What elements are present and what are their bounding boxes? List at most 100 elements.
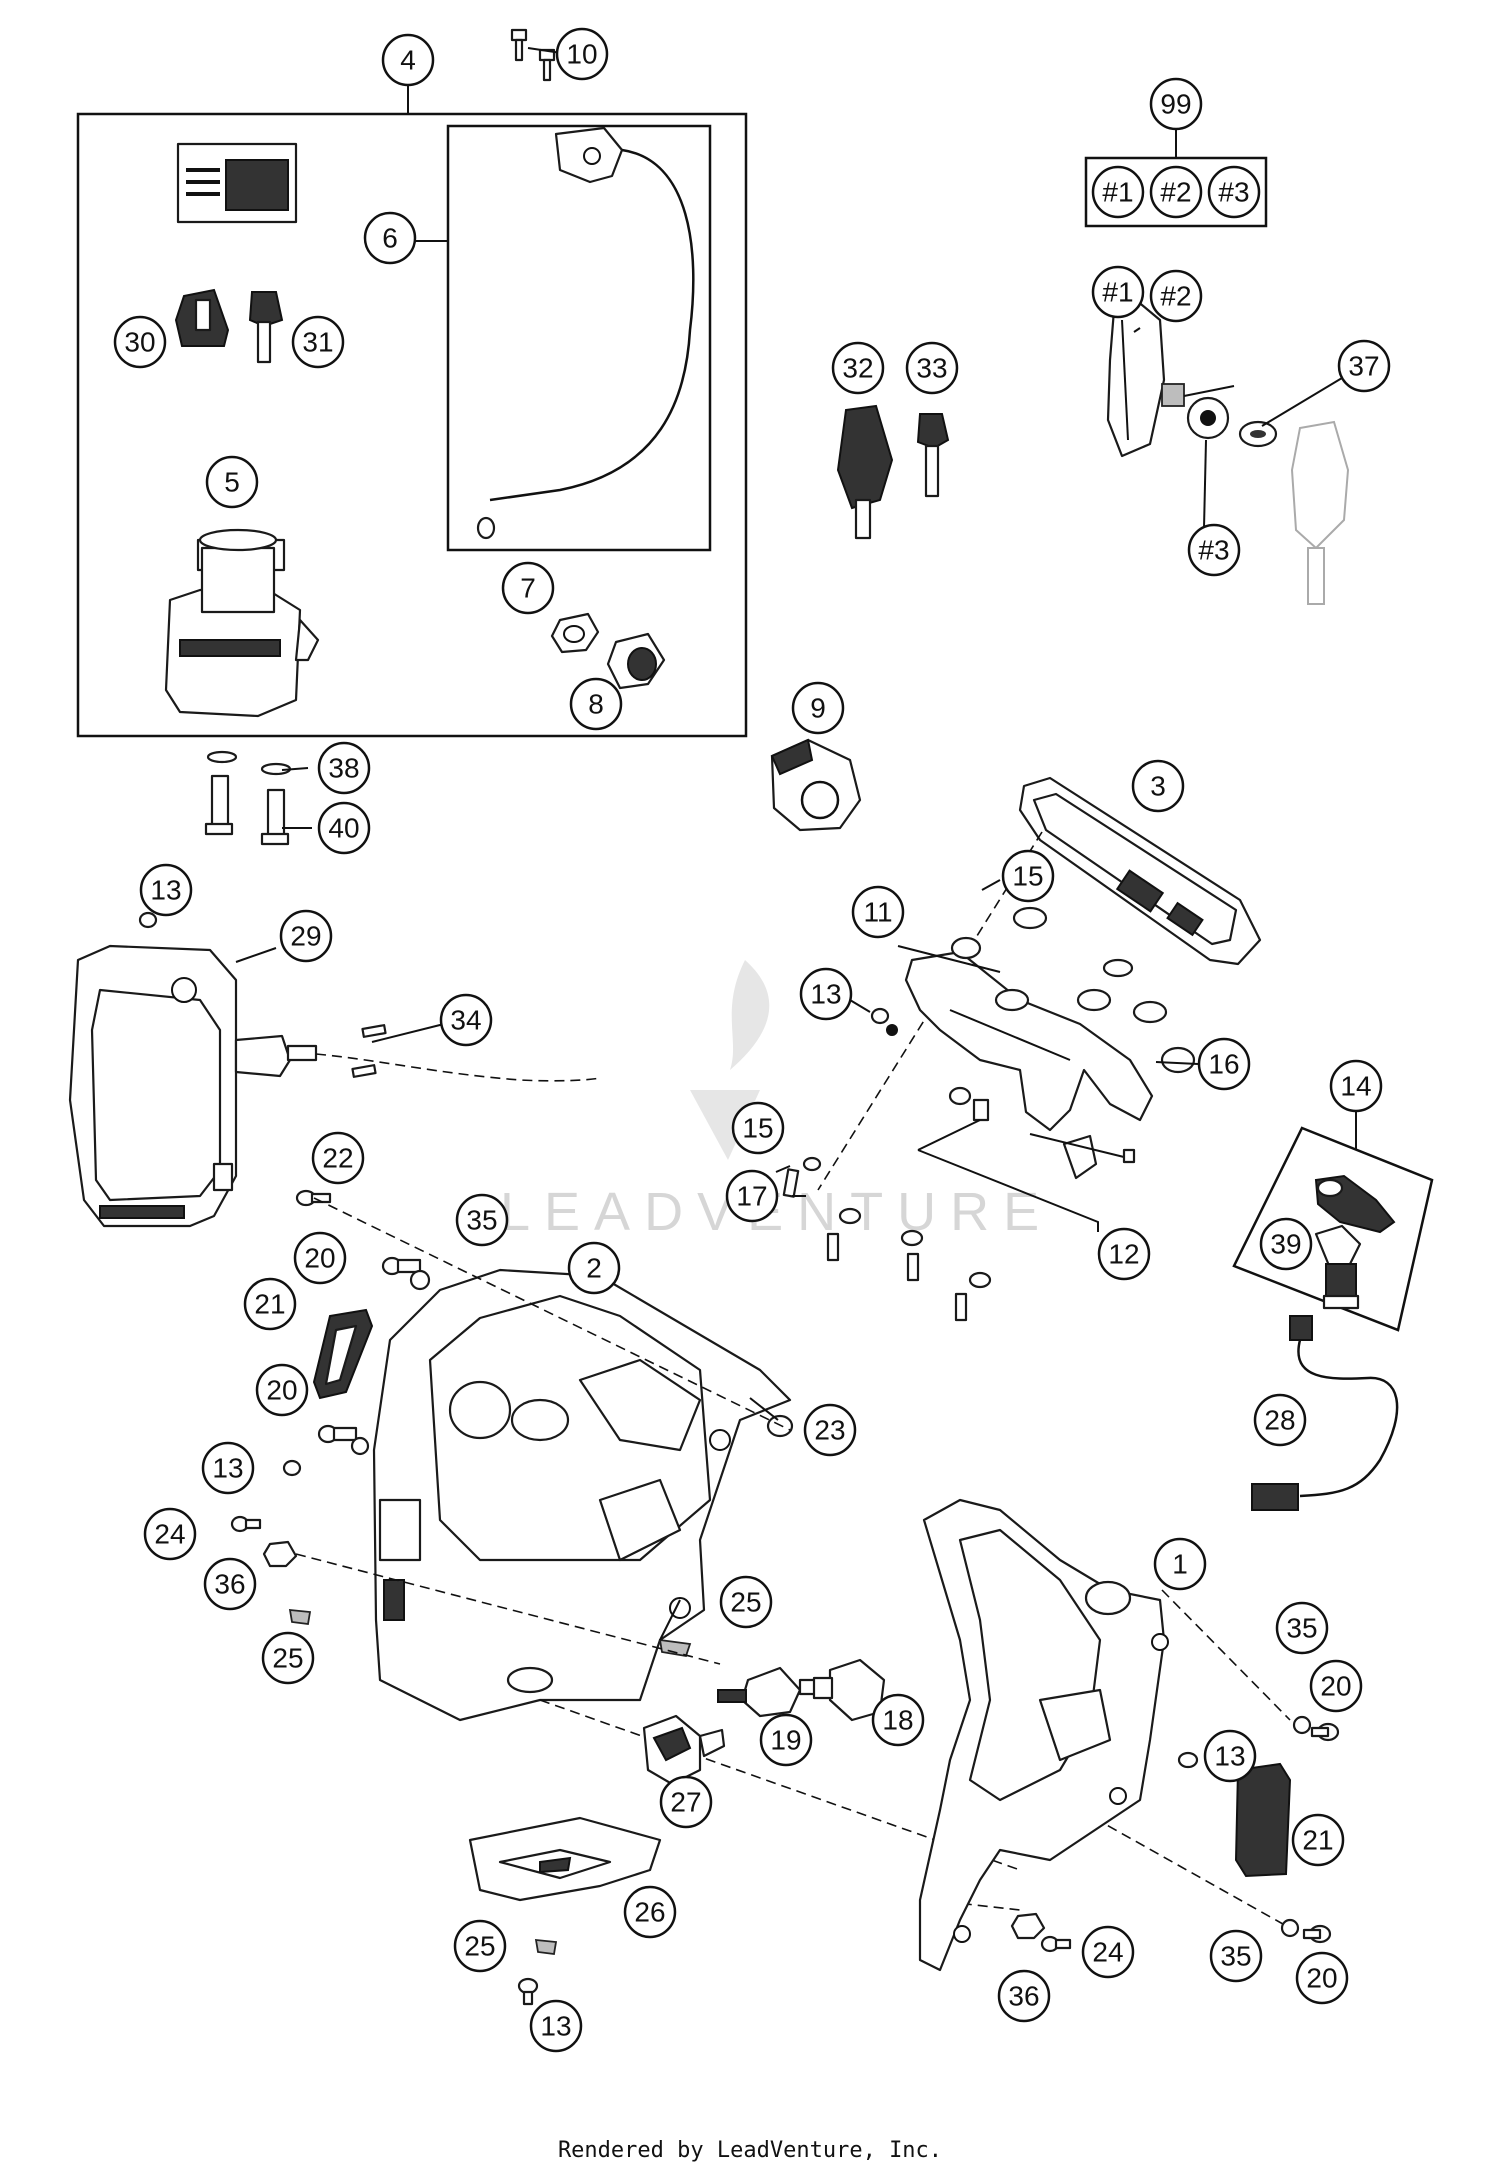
callout-99[interactable]: 99 <box>1149 77 1203 131</box>
callout-21-a[interactable]: 21 <box>243 1277 297 1331</box>
svg-text:24: 24 <box>1092 1937 1123 1968</box>
callout-25-c[interactable]: 25 <box>453 1919 507 1973</box>
callout-kit-3[interactable]: #3 <box>1207 165 1261 219</box>
washer-35-upper <box>409 1269 431 1291</box>
callout-18[interactable]: 18 <box>871 1693 925 1747</box>
callout-25-b[interactable]: 25 <box>719 1575 773 1629</box>
grommets-16 <box>950 906 1196 1074</box>
callout-7[interactable]: 7 <box>501 561 555 615</box>
callout-30[interactable]: 30 <box>113 315 167 369</box>
callout-part-3[interactable]: #3 <box>1187 523 1241 577</box>
callout-28[interactable]: 28 <box>1253 1393 1307 1447</box>
callout-20-a[interactable]: 20 <box>293 1231 347 1285</box>
svg-text:36: 36 <box>214 1569 245 1600</box>
plate-26 <box>468 1816 662 1902</box>
screw-13-left <box>138 911 890 1477</box>
callout-10[interactable]: 10 <box>555 27 609 81</box>
callout-38[interactable]: 38 <box>317 741 371 795</box>
callout-12[interactable]: 12 <box>1097 1227 1151 1281</box>
callout-32[interactable]: 32 <box>831 341 885 395</box>
callout-20-d[interactable]: 20 <box>1295 1951 1349 2005</box>
callout-4[interactable]: 4 <box>381 33 435 87</box>
nut-36-right <box>1010 1912 1046 1940</box>
callout-31[interactable]: 31 <box>291 315 345 369</box>
callout-14[interactable]: 14 <box>1329 1059 1383 1113</box>
svg-text:13: 13 <box>540 2011 571 2042</box>
svg-text:30: 30 <box>124 327 155 358</box>
key-32 <box>836 404 894 540</box>
screw-13-lower <box>517 1977 539 2006</box>
callout-21-b[interactable]: 21 <box>1291 1813 1345 1867</box>
callout-2[interactable]: 2 <box>567 1241 621 1295</box>
svg-text:20: 20 <box>1306 1963 1337 1994</box>
connector-39 <box>1314 1224 1362 1310</box>
callout-29[interactable]: 29 <box>279 909 333 963</box>
callout-39[interactable]: 39 <box>1259 1217 1313 1271</box>
callout-36-a[interactable]: 36 <box>203 1557 257 1611</box>
callout-36-b[interactable]: 36 <box>997 1969 1051 2023</box>
svg-text:12: 12 <box>1108 1239 1139 1270</box>
callout-8[interactable]: 8 <box>569 677 623 731</box>
callout-24-b[interactable]: 24 <box>1081 1925 1135 1979</box>
callout-5[interactable]: 5 <box>205 455 259 509</box>
callout-16[interactable]: 16 <box>1197 1037 1251 1091</box>
callout-15-a[interactable]: 15 <box>1001 849 1055 903</box>
svg-text:#2: #2 <box>1160 281 1191 312</box>
callout-35-c[interactable]: 35 <box>1209 1929 1263 1983</box>
cover-29 <box>68 944 318 1228</box>
callout-13-a[interactable]: 13 <box>139 863 193 917</box>
callout-40[interactable]: 40 <box>317 801 371 855</box>
callout-37[interactable]: 37 <box>1337 339 1391 393</box>
ignition-lock-5 <box>164 528 320 718</box>
svg-text:17: 17 <box>736 1181 767 1212</box>
callout-9[interactable]: 9 <box>791 681 845 735</box>
callout-kit-2[interactable]: #2 <box>1149 165 1203 219</box>
callout-kit-1[interactable]: #1 <box>1091 165 1145 219</box>
callout-13-d[interactable]: 13 <box>1203 1729 1257 1783</box>
svg-text:3: 3 <box>1150 771 1166 802</box>
svg-text:28: 28 <box>1264 1405 1295 1436</box>
callout-13-b[interactable]: 13 <box>799 967 853 1021</box>
bolts-40 <box>204 774 290 846</box>
part-3 <box>1186 396 1230 440</box>
callout-part-1[interactable]: #1 <box>1091 265 1145 319</box>
svg-text:15: 15 <box>742 1113 773 1144</box>
callout-19[interactable]: 19 <box>759 1713 813 1767</box>
svg-text:20: 20 <box>304 1243 335 1274</box>
callout-34[interactable]: 34 <box>439 993 493 1047</box>
callout-11[interactable]: 11 <box>851 885 905 939</box>
dashboard-3 <box>1018 776 1262 966</box>
callout-25-a[interactable]: 25 <box>261 1631 315 1685</box>
callout-20-c[interactable]: 20 <box>1309 1659 1363 1713</box>
bolt-20-right-upper <box>1310 1722 1340 1742</box>
callout-1[interactable]: 1 <box>1153 1537 1207 1591</box>
callout-23[interactable]: 23 <box>803 1403 857 1457</box>
svg-text:13: 13 <box>1214 1741 1245 1772</box>
svg-text:13: 13 <box>212 1453 243 1484</box>
callout-35-a[interactable]: 35 <box>455 1193 509 1247</box>
clip-25-mid <box>658 1638 692 1658</box>
bolt-20-upper <box>381 1256 422 1276</box>
callout-26[interactable]: 26 <box>623 1885 677 1939</box>
callout-22[interactable]: 22 <box>311 1131 365 1185</box>
socket-27 <box>642 1714 726 1786</box>
callout-17[interactable]: 17 <box>725 1169 779 1223</box>
svg-text:39: 39 <box>1270 1229 1301 1260</box>
callout-15-b[interactable]: 15 <box>731 1101 785 1155</box>
callout-33[interactable]: 33 <box>905 341 959 395</box>
callout-20-b[interactable]: 20 <box>255 1363 309 1417</box>
callout-35-b[interactable]: 35 <box>1275 1601 1329 1655</box>
callout-24-a[interactable]: 24 <box>143 1507 197 1561</box>
callout-13-c[interactable]: 13 <box>201 1441 255 1495</box>
callout-13-e[interactable]: 13 <box>529 1999 583 2053</box>
callout-6[interactable]: 6 <box>363 211 417 265</box>
svg-text:40: 40 <box>328 813 359 844</box>
housing-2 <box>372 1268 792 1722</box>
callout-3[interactable]: 3 <box>1131 759 1185 813</box>
callout-part-2[interactable]: #2 <box>1149 269 1203 323</box>
washer-35-right-upper <box>1292 1715 1312 1735</box>
svg-text:20: 20 <box>266 1375 297 1406</box>
callout-27[interactable]: 27 <box>659 1775 713 1829</box>
key-33 <box>916 413 950 498</box>
